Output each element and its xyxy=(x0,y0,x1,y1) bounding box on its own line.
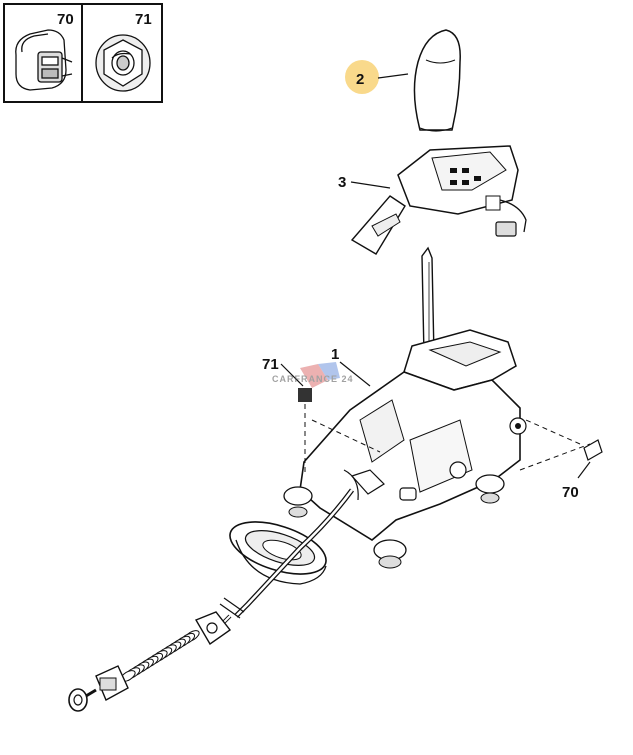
callout-2-label: 2 xyxy=(356,71,364,88)
inset-ref-71: 71 xyxy=(135,11,152,28)
cable-spring xyxy=(120,630,200,682)
clip-marker: 70 xyxy=(525,419,603,501)
callout-70-label: 70 xyxy=(562,484,579,501)
gear-knob: 2 xyxy=(345,29,461,132)
shift-lever xyxy=(421,246,435,357)
callout-71-label: 71 xyxy=(262,356,279,373)
inset-ref-70: 70 xyxy=(57,11,74,28)
callout-1-label: 1 xyxy=(331,346,339,363)
nut-marker-square xyxy=(298,388,312,402)
flange-nut-icon xyxy=(95,34,151,92)
gate-panel: 3 xyxy=(338,145,527,255)
callout-2-highlight xyxy=(345,60,379,94)
clip-fastener-icon xyxy=(15,29,73,91)
selector-housing: 1 xyxy=(283,329,527,569)
watermark: CARFRANCE 24 xyxy=(272,362,354,388)
callout-3-label: 3 xyxy=(338,174,346,191)
inset-legend: 70 71 xyxy=(3,3,163,103)
watermark-text: CARFRANCE 24 xyxy=(272,374,354,384)
shift-cable xyxy=(68,488,355,712)
clip-marker-shape xyxy=(583,439,603,461)
nut-marker: 71 xyxy=(262,356,312,476)
